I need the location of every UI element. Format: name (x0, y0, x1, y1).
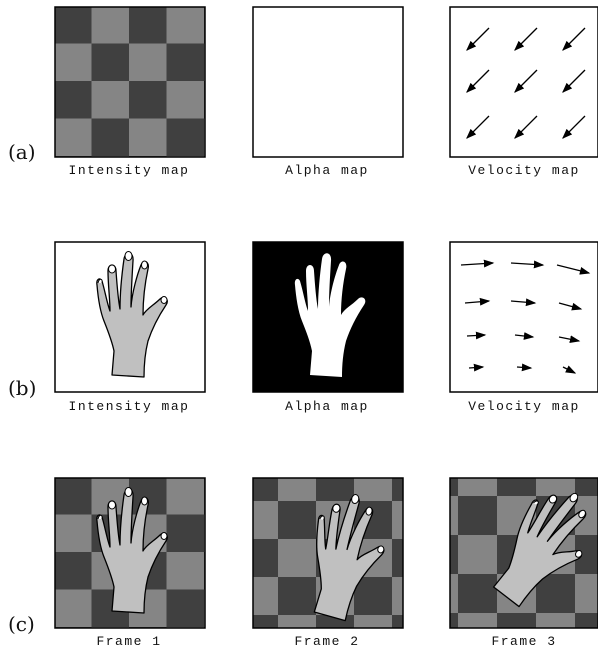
intensity-map-checker-panel (54, 6, 206, 158)
caption-b-1: Intensity map (29, 399, 229, 414)
frame-2-panel (252, 477, 404, 629)
caption-a-2: Alpha map (227, 163, 427, 178)
row-label-c: (c) (8, 612, 35, 636)
alpha-map-hand-panel (252, 241, 404, 393)
caption-c-3: Frame 3 (424, 634, 598, 649)
caption-a-1: Intensity map (29, 163, 229, 178)
caption-b-3: Velocity map (424, 399, 598, 414)
caption-a-3: Velocity map (424, 163, 598, 178)
alpha-map-empty-panel (252, 6, 404, 158)
velocity-map-diagonal-panel (449, 6, 598, 158)
row-label-a: (a) (8, 140, 36, 164)
caption-c-1: Frame 1 (29, 634, 229, 649)
caption-c-2: Frame 2 (227, 634, 427, 649)
intensity-map-hand-panel (54, 241, 206, 393)
frame-1-panel (54, 477, 206, 629)
velocity-map-horizontal-panel (449, 241, 598, 393)
horizontal-arrows-icon (449, 241, 598, 393)
diagonal-arrows-icon (449, 6, 598, 158)
row-label-b: (b) (8, 376, 36, 400)
frame-3-panel (449, 477, 598, 629)
caption-b-2: Alpha map (227, 399, 427, 414)
